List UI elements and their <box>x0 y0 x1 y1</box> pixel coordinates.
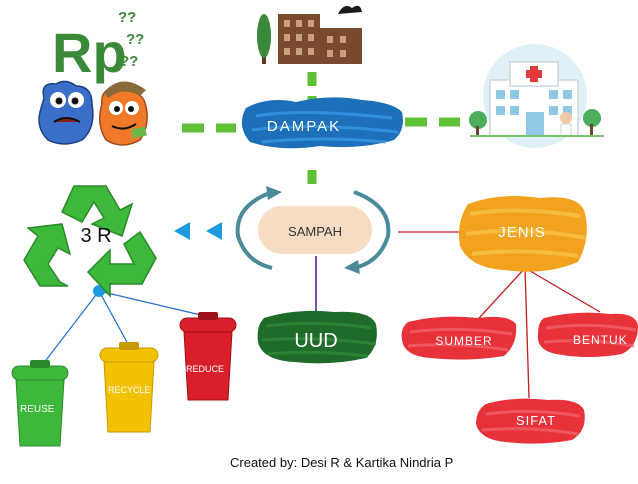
arrow-left-icon <box>174 222 190 240</box>
question-marks-2: ?? <box>126 31 144 48</box>
center-pill <box>258 206 372 254</box>
cycle-arc-right <box>353 190 391 270</box>
question-marks-3: ?? <box>120 53 138 70</box>
monster-icon <box>99 81 148 146</box>
law-node[interactable]: UUD <box>257 310 377 364</box>
impact-node[interactable]: DAMPAK <box>241 97 403 149</box>
bin-reduce-connector <box>98 290 206 317</box>
law-label: UUD <box>294 330 337 352</box>
type-label: SIFAT <box>516 413 556 428</box>
center-node[interactable]: SAMPAH <box>235 186 391 274</box>
types-sifat-connector <box>524 267 530 399</box>
type-label: SUMBER <box>435 334 492 348</box>
bin-label: REUSE <box>20 404 55 415</box>
types-node[interactable]: JENIS <box>459 196 587 272</box>
monster-icon <box>38 80 94 145</box>
trash-bin-icon[interactable]: REDUCE <box>179 312 237 401</box>
type-node-sumber[interactable]: SUMBER <box>401 316 517 360</box>
question-marks-1: ?? <box>118 9 136 26</box>
connectors <box>39 72 601 399</box>
trash-bin-icon[interactable]: RECYCLE <box>99 342 159 433</box>
trash-bin-icon[interactable]: REUSE <box>11 360 69 447</box>
bin-label: RECYCLE <box>108 385 151 395</box>
recycle-icon[interactable]: 3 R <box>23 185 157 298</box>
three-r-label: 3 R <box>80 225 111 247</box>
type-node-bentuk[interactable]: BENTUK <box>537 312 638 357</box>
impact-label: DAMPAK <box>267 118 341 135</box>
bin-label: REDUCE <box>186 364 224 374</box>
bin-reuse-connector <box>39 290 100 369</box>
cycle-arrow-icon <box>266 186 282 200</box>
money-question-icon: Rp ?? ?? ?? <box>52 9 144 84</box>
factory-icon <box>257 5 362 64</box>
types-bentuk-connector <box>524 267 601 313</box>
types-label: JENIS <box>498 224 546 241</box>
cycle-arrow-icon <box>344 260 360 274</box>
money-label: Rp <box>52 21 127 84</box>
center-label: SAMPAH <box>288 224 342 239</box>
arrow-left-icon <box>206 222 222 240</box>
hospital-icon <box>469 44 604 148</box>
bin-recycle-connector <box>98 290 129 345</box>
type-node-sifat[interactable]: SIFAT <box>476 398 585 444</box>
type-label: BENTUK <box>573 333 628 347</box>
credit-text: Created by: Desi R & Kartika Nindria P <box>230 455 453 470</box>
cycle-arc-left <box>235 190 273 270</box>
